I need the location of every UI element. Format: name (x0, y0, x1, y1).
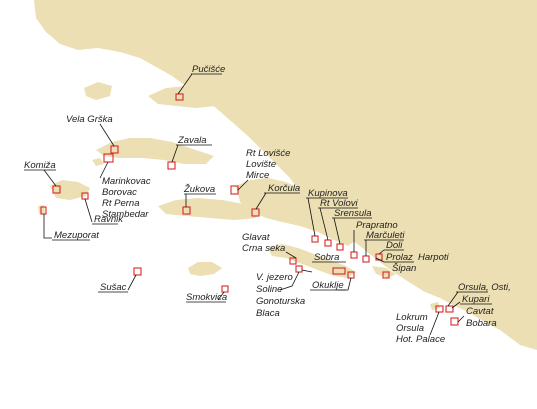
leader-doli (378, 249, 385, 255)
label-v-jezero: V. jezero (256, 272, 293, 283)
leader-borovac (99, 161, 109, 179)
label-susac: Sušac (100, 282, 127, 293)
label-lokrum: Lokrum (396, 312, 428, 323)
leader-mezuporat (43, 214, 52, 239)
pakleni-islets (92, 158, 104, 166)
label-korcula: Korčula (268, 183, 300, 194)
leader-srensula (333, 217, 341, 245)
mljet-island (268, 244, 356, 278)
label-marinkovac: Marinkovac (102, 176, 151, 187)
leader-korcula (255, 192, 267, 210)
peljesac-peninsula (236, 178, 356, 246)
label-crna-seka: Crna seka (242, 243, 285, 254)
leader-smokvica (217, 291, 225, 301)
label-sobra: Sobra (314, 252, 339, 263)
marker-zukova[interactable] (182, 206, 191, 215)
leader-lokrum (429, 311, 440, 336)
label-glavat: Glavat (242, 232, 270, 243)
leader-sobra (301, 269, 313, 273)
label-mezuporat: Mezuporat (54, 230, 99, 241)
label-loviste: Lovište (246, 159, 276, 170)
leader-kupinova (307, 197, 316, 237)
leader-vela-grska (99, 123, 115, 147)
marker-mezuporat[interactable] (40, 206, 47, 215)
marker-lokrum[interactable] (435, 305, 444, 313)
label-stambedar: Stambedar (102, 209, 149, 220)
label-marculeti: Marčuleti (366, 230, 405, 241)
label-bobara: Bobara (466, 318, 497, 329)
leader-susac (127, 274, 137, 291)
solta-island (84, 82, 112, 100)
label-gonoturska: Gonoturska (256, 296, 305, 307)
label-doli: Doli (386, 240, 403, 251)
label-prolaz: Prolaz (386, 252, 413, 263)
label-ravnik: Ravnik (94, 214, 124, 225)
leader-zavala (171, 144, 179, 163)
leader-prolaz (375, 257, 385, 263)
label-orsula: Orsula (396, 323, 424, 334)
place-labels: Pučišće Vela Grška Zavala Rt Lovišće Lov… (24, 64, 511, 345)
lastovo-island (188, 262, 222, 276)
label-blaca: Blaca (256, 308, 280, 319)
marker-smokvica[interactable] (221, 285, 229, 293)
hvar-island (96, 138, 214, 164)
label-rt-perna: Rt Perna (102, 198, 140, 209)
label-rt-lovisce: Rt Lovišće (246, 148, 290, 159)
label-srensula: Srensula (334, 208, 372, 219)
label-borovac: Borovac (102, 187, 137, 198)
label-zavala: Zavala (177, 135, 207, 146)
label-prapratno: Prapratno (356, 220, 398, 231)
label-pucisce: Pučišće (192, 64, 225, 75)
marker-korcula[interactable] (251, 208, 260, 217)
leader-orsula-osti (447, 291, 459, 307)
leader-rt-volovi (319, 207, 329, 241)
label-okuklje: Okuklje (312, 280, 344, 291)
mainland (34, 0, 537, 350)
label-smokvica: Smokvica (186, 292, 227, 303)
label-kupinova: Kupinova (308, 188, 348, 199)
leader-kupari (451, 301, 461, 309)
marker-borovac[interactable] (103, 153, 114, 163)
leader-lines (24, 73, 492, 336)
vis-island (50, 180, 90, 200)
label-rt-volovi: Rt Volovi (320, 198, 359, 209)
marker-kupari[interactable] (445, 305, 454, 313)
leader-ravnik (84, 198, 93, 223)
leader-komiza (43, 169, 57, 187)
leader-mirce (237, 179, 249, 191)
lokrum-island (430, 302, 440, 310)
label-mirce: Mirce (246, 170, 269, 181)
label-orsula-osti: Orsula, Osti, (458, 282, 511, 293)
leader-crna-seka (285, 251, 297, 259)
leader-soline (279, 271, 300, 291)
marker-pucisce[interactable] (175, 93, 184, 101)
marker-susac[interactable] (133, 267, 142, 276)
brac-island (148, 86, 222, 108)
label-soline: Soline (256, 284, 282, 295)
label-zukova: Žukova (183, 184, 215, 195)
leader-pucisce (177, 73, 193, 95)
label-cavtat: Cavtat (466, 306, 494, 317)
label-vela-grska: Vela Grška (66, 114, 113, 125)
marker-sipan[interactable] (382, 271, 390, 279)
marker-komiza[interactable] (52, 185, 61, 194)
leader-cavtat (457, 315, 465, 323)
label-harpoti: Harpoti (418, 252, 450, 263)
label-sipan: Šipan (392, 263, 416, 274)
label-komiza: Komiža (24, 160, 56, 171)
marker-zavala[interactable] (167, 161, 176, 170)
marker-crna-seka[interactable] (289, 257, 297, 265)
marker-sobra[interactable] (332, 267, 346, 275)
label-hot-palace: Hot. Palace (396, 334, 445, 345)
marker-vela-grska[interactable] (110, 145, 119, 154)
label-kupari: Kupari (462, 294, 490, 305)
